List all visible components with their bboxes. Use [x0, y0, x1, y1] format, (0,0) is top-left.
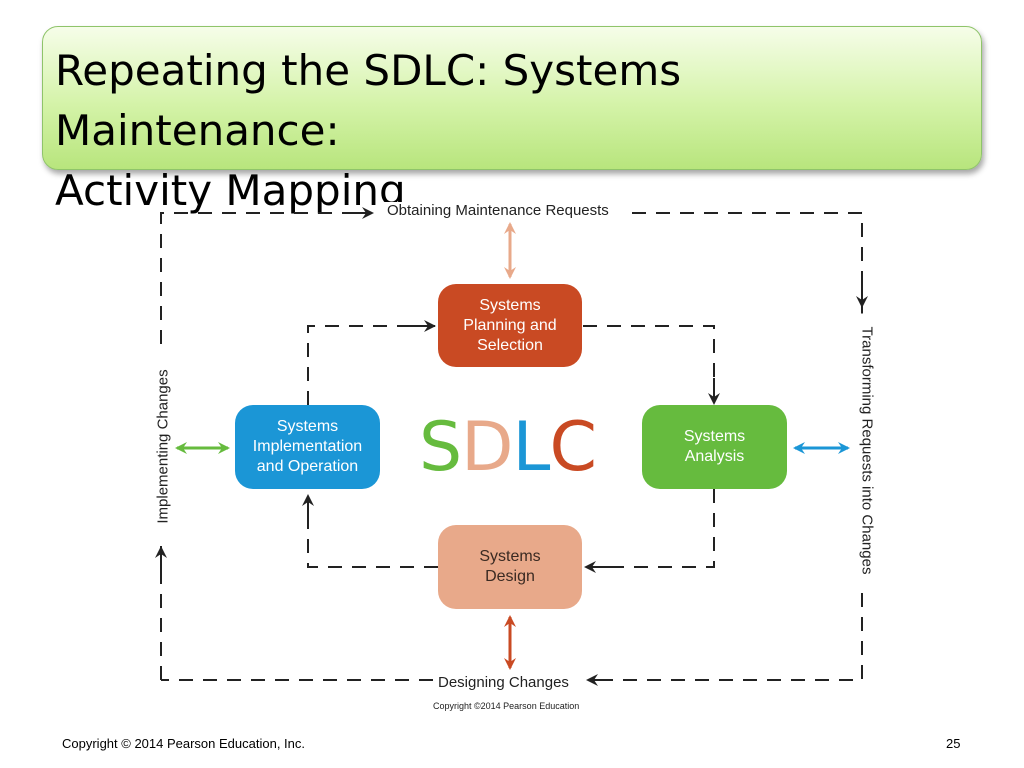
node-planning-selection: Systems Planning and Selection	[438, 284, 582, 367]
node-implementation-operation: Systems Implementation and Operation	[235, 405, 380, 489]
sdlc-letter-c: C	[549, 408, 596, 487]
title-banner: Repeating the SDLC: Systems Maintenance:…	[42, 26, 982, 215]
inner-design-to-impl	[307, 500, 438, 568]
inner-impl-to-planning	[307, 325, 436, 405]
label-implementing-changes: Implementing Changes	[154, 347, 172, 546]
label-transforming-requests: Transforming Requests into Changes	[858, 313, 876, 588]
label-obtaining-requests: Obtaining Maintenance Requests	[383, 202, 613, 219]
inner-analysis-to-design	[586, 489, 715, 568]
outer-right-bottom-path	[590, 305, 863, 681]
slide-title: Repeating the SDLC: Systems Maintenance:…	[55, 46, 682, 215]
sdlc-center-label: SDLC	[419, 408, 597, 488]
node-systems-analysis: Systems Analysis	[642, 405, 787, 489]
label-designing-changes: Designing Changes	[434, 674, 573, 691]
outer-top-right-path	[632, 212, 863, 300]
footer-copyright: Copyright © 2014 Pearson Education, Inc.	[62, 736, 306, 751]
sdlc-letter-l: L	[512, 408, 551, 487]
page-number: 25	[946, 736, 961, 751]
node-systems-design: Systems Design	[438, 525, 582, 609]
inner-planning-to-analysis	[583, 325, 715, 400]
figure-credit: Copyright ©2014 Pearson Education	[433, 701, 580, 711]
sdlc-letter-d: D	[461, 408, 513, 487]
sdlc-letter-s: S	[419, 408, 462, 487]
